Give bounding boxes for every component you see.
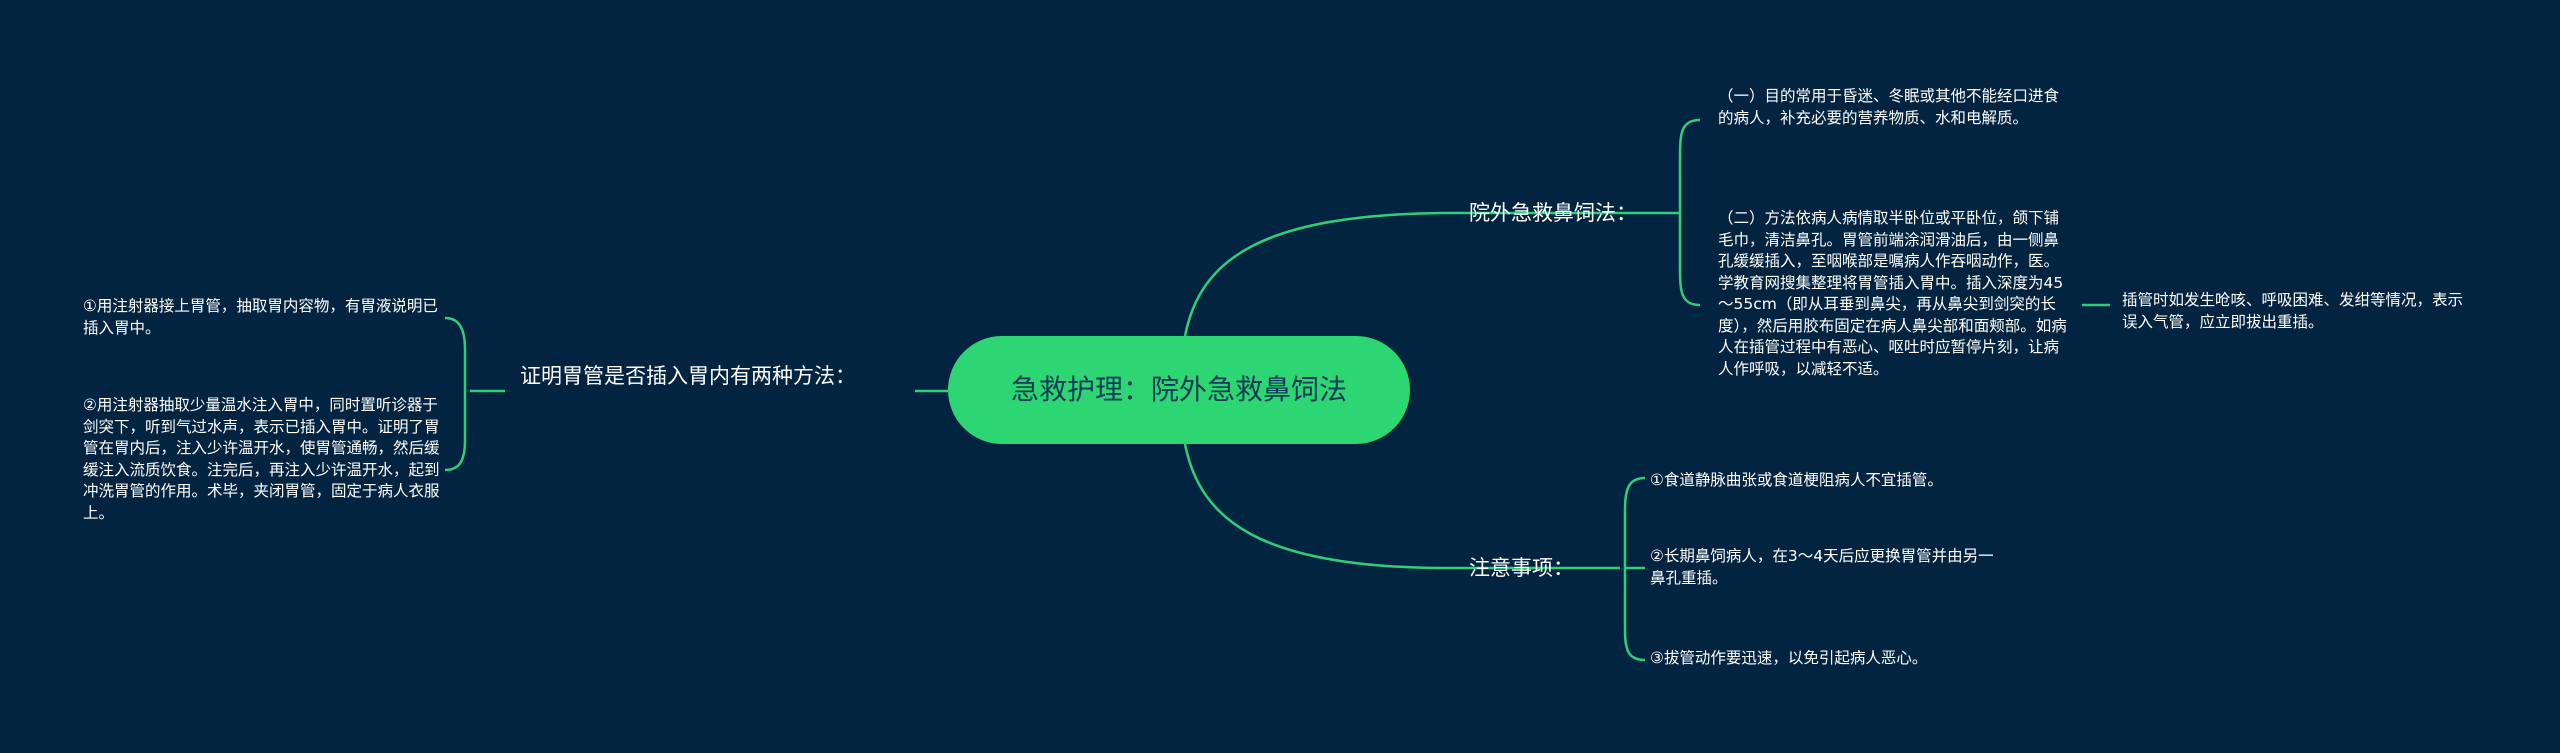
leaf-proof-2[interactable]: ②用注射器抽取少量温水注入胃中，同时置听诊器于剑突下，听到气过水声，表示已插入胃… bbox=[83, 395, 443, 524]
branch-outpatient-nasogastric[interactable]: 院外急救鼻饲法： bbox=[1469, 199, 1637, 227]
leaf-method-note-text: 插管时如发生呛咳、呼吸困难、发绀等情况，表示误入气管，应立即拔出重插。 bbox=[2122, 291, 2464, 331]
leaf-precaution-3-text: ③拔管动作要迅速，以免引起病人恶心。 bbox=[1650, 649, 1928, 667]
branch-outpatient-label: 院外急救鼻饲法： bbox=[1469, 201, 1637, 225]
leaf-precaution-2[interactable]: ②长期鼻饲病人，在3～4天后应更换胃管并由另一鼻孔重插。 bbox=[1650, 546, 1995, 589]
leaf-precaution-1-text: ①食道静脉曲张或食道梗阻病人不宜插管。 bbox=[1650, 471, 1943, 489]
leaf-precaution-3[interactable]: ③拔管动作要迅速，以免引起病人恶心。 bbox=[1650, 648, 2030, 670]
leaf-proof-2-text: ②用注射器抽取少量温水注入胃中，同时置听诊器于剑突下，听到气过水声，表示已插入胃… bbox=[83, 396, 440, 522]
leaf-method-note[interactable]: 插管时如发生呛咳、呼吸困难、发绀等情况，表示误入气管，应立即拔出重插。 bbox=[2122, 290, 2477, 333]
connector-root-to-notes bbox=[1183, 443, 1443, 570]
leaf-precaution-2-text: ②长期鼻饲病人，在3～4天后应更换胃管并由另一鼻孔重插。 bbox=[1650, 547, 1994, 587]
leaf-precaution-1[interactable]: ①食道静脉曲张或食道梗阻病人不宜插管。 bbox=[1650, 470, 2030, 492]
branch-proof-label: 证明胃管是否插入胃内有两种方法： bbox=[520, 364, 856, 388]
bracket-proof bbox=[444, 316, 505, 472]
bracket-outpatient bbox=[1660, 118, 1701, 307]
bracket-notes bbox=[1600, 476, 1646, 662]
leaf-purpose[interactable]: （一）目的常用于昏迷、冬眠或其他不能经口进食的病人，补充必要的营养物质、水和电解… bbox=[1718, 86, 2074, 129]
leaf-proof-1[interactable]: ①用注射器接上胃管，抽取胃内容物，有胃液说明已插入胃中。 bbox=[83, 296, 443, 339]
leaf-method[interactable]: （二）方法依病人病情取半卧位或平卧位，颌下铺毛巾，清洁鼻孔。胃管前端涂润滑油后，… bbox=[1718, 208, 2074, 380]
root-node[interactable]: 急救护理：院外急救鼻饲法 bbox=[948, 336, 1410, 444]
leaf-proof-1-text: ①用注射器接上胃管，抽取胃内容物，有胃液说明已插入胃中。 bbox=[83, 297, 438, 337]
branch-proof-methods[interactable]: 证明胃管是否插入胃内有两种方法： bbox=[520, 362, 880, 390]
leaf-purpose-text: （一）目的常用于昏迷、冬眠或其他不能经口进食的病人，补充必要的营养物质、水和电解… bbox=[1718, 87, 2060, 127]
branch-precautions-label: 注意事项： bbox=[1469, 556, 1574, 580]
leaf-method-text: （二）方法依病人病情取半卧位或平卧位，颌下铺毛巾，清洁鼻孔。胃管前端涂润滑油后，… bbox=[1718, 209, 2067, 378]
branch-precautions[interactable]: 注意事项： bbox=[1469, 554, 1574, 582]
root-title: 急救护理：院外急救鼻饲法 bbox=[1010, 373, 1347, 406]
connector-root-to-outpatient bbox=[1183, 211, 1443, 337]
